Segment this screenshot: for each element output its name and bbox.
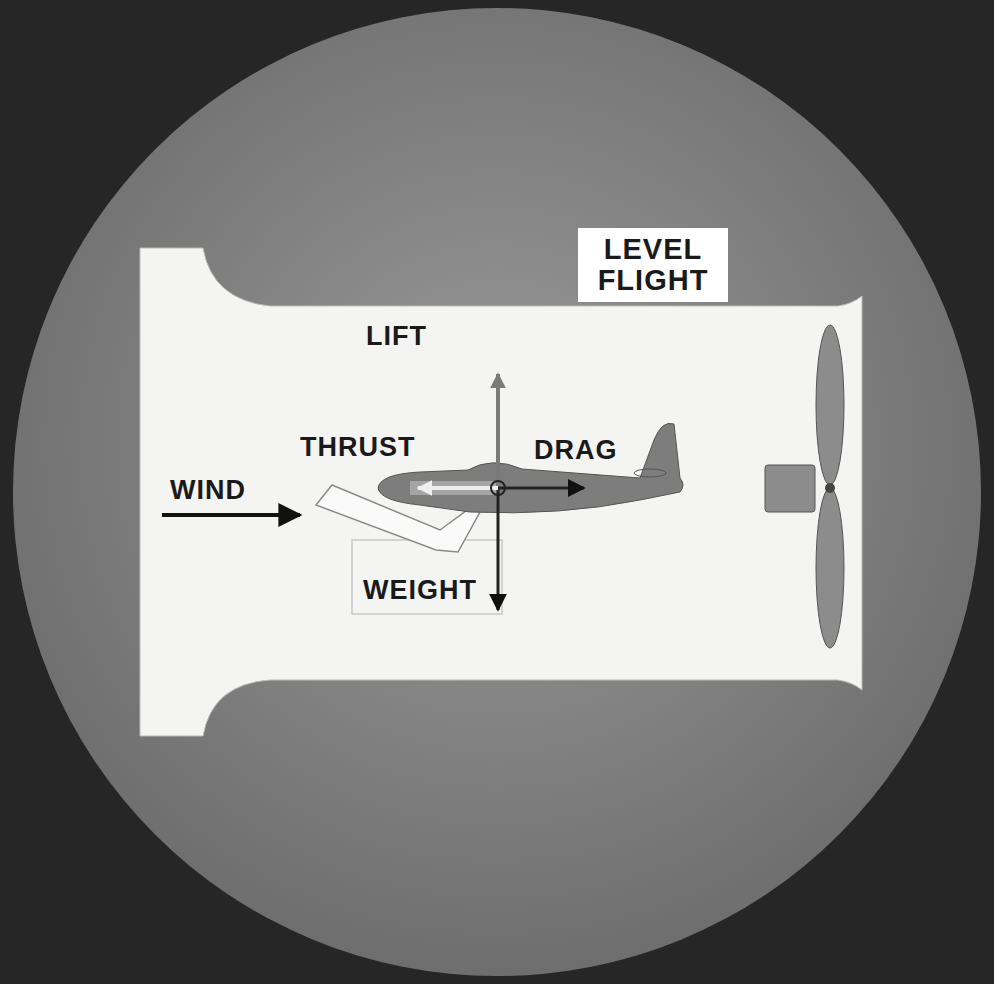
propeller-hub bbox=[825, 483, 835, 493]
force-label: WEIGHT bbox=[363, 577, 477, 604]
thrust-arrow bbox=[418, 486, 498, 490]
airplane bbox=[378, 423, 683, 512]
flow-label: WIND bbox=[170, 477, 246, 504]
center-of-gravity bbox=[491, 481, 505, 495]
propeller-blade bbox=[816, 325, 844, 485]
canopy-panel bbox=[410, 481, 498, 495]
weight-arrow bbox=[497, 488, 500, 610]
motor-box bbox=[765, 465, 815, 512]
lift-arrow bbox=[496, 374, 500, 488]
wind-arrow bbox=[162, 513, 300, 517]
force-label: THRUST bbox=[300, 434, 416, 461]
tailplane bbox=[634, 469, 666, 477]
weight-holder bbox=[352, 540, 502, 614]
title-text: LEVEL FLIGHT bbox=[578, 234, 728, 297]
force-label: LIFT bbox=[366, 323, 427, 350]
background-disc bbox=[13, 8, 981, 976]
propeller-blade bbox=[816, 488, 844, 648]
title-box: LEVEL FLIGHT bbox=[578, 228, 728, 302]
force-label: DRAG bbox=[534, 437, 618, 464]
drag-arrow bbox=[498, 487, 584, 490]
wind-tunnel bbox=[140, 248, 862, 736]
